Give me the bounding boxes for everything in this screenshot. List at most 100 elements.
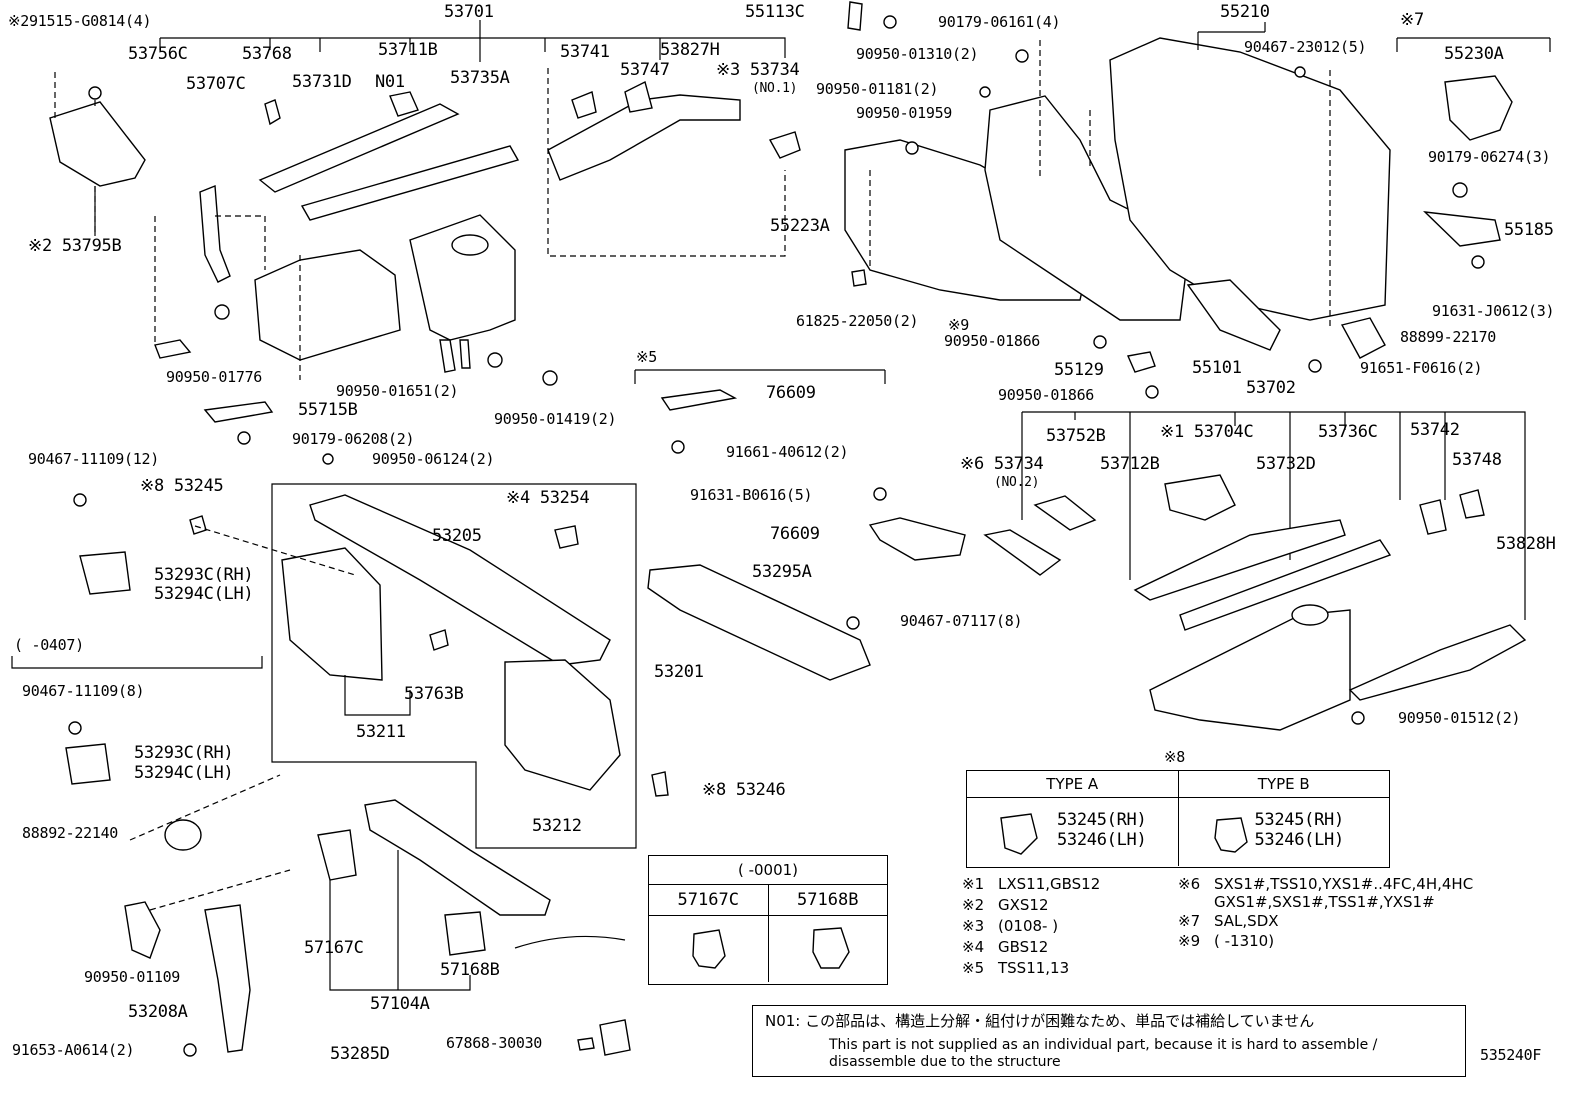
- callout-90467-11109-12: 90467-11109(12): [28, 450, 159, 468]
- callout-53707C: 53707C: [186, 74, 246, 94]
- callout-90950-01959: 90950-01959: [856, 104, 953, 122]
- callout-53734-no2: ※6 53734: [960, 454, 1044, 474]
- callout-55113C: 55113C: [745, 2, 805, 22]
- table-0001-range: ( -0001): [649, 856, 887, 885]
- legend-4-text: GBS12: [998, 938, 1049, 956]
- table-0001-col1: 57167C: [649, 885, 769, 915]
- table-0001-body: [649, 916, 887, 982]
- callout-53702: 53702: [1246, 378, 1296, 398]
- callout-53294C-b: 53294C(LH): [134, 763, 234, 783]
- table-0001-img2: [769, 916, 888, 982]
- callout-53295A: 53295A: [752, 562, 812, 582]
- callout-53212: 53212: [532, 816, 582, 836]
- callout-53712B: 53712B: [1100, 454, 1160, 474]
- part-53208A: [204, 904, 251, 1053]
- callout-91631-B0616: 91631-B0616(5): [690, 486, 813, 504]
- callout-76609-b: 76609: [770, 524, 820, 544]
- callout-53701: 53701: [444, 2, 494, 22]
- callout-mark7: ※7: [1400, 10, 1424, 30]
- legend-5-text: TSS11,13: [998, 959, 1070, 977]
- callout-90179-06274: 90179-06274(3): [1428, 148, 1551, 166]
- callout-53246: ※8 53246: [702, 780, 786, 800]
- callout-53752B: 53752B: [1046, 426, 1106, 446]
- callout-53735A: 53735A: [450, 68, 510, 88]
- table-type-b-lh: 53246(LH): [1254, 830, 1345, 850]
- legend-9-text: ( -1310): [1214, 932, 1275, 950]
- part-53795B: [49, 101, 146, 187]
- callout-53732D: 53732D: [1256, 454, 1316, 474]
- legend-6-mark: ※6: [1178, 875, 1201, 893]
- callout-53245-top: ※8 53245: [140, 476, 224, 496]
- part-53211: [281, 547, 383, 681]
- callout-53201: 53201: [654, 662, 704, 682]
- callout-91631-J0612: 91631-J0612(3): [1432, 302, 1555, 320]
- callout-55101: 55101: [1192, 358, 1242, 378]
- table-0001-img1: [649, 916, 769, 982]
- table-0001: ( -0001) 57167C 57168B: [648, 855, 888, 985]
- table-type-body: 53245(RH) 53246(LH) 53245(RH) 53246(LH): [967, 798, 1389, 866]
- legend-5-mark: ※5: [962, 959, 985, 977]
- note-en-2: disassemble due to the structure: [829, 1054, 1061, 1070]
- callout-88892: 88892-22140: [22, 824, 119, 842]
- callout-53208A: 53208A: [128, 1002, 188, 1022]
- part-55210: [1109, 37, 1391, 321]
- part-53212: [504, 659, 621, 791]
- callout-53294C-a: 53294C(LH): [154, 584, 254, 604]
- legend-1-mark: ※1: [962, 875, 985, 893]
- table-type-b-rh: 53245(RH): [1254, 810, 1345, 830]
- callout-90950-01651: 90950-01651(2): [336, 382, 459, 400]
- callout-90950-01866b: 90950-01866: [998, 386, 1095, 404]
- callout-90950-01109: 90950-01109: [84, 968, 181, 986]
- callout-90950-01419: 90950-01419(2): [494, 410, 617, 428]
- part-53712B: [1149, 609, 1351, 731]
- callout-mark9: ※9: [948, 316, 969, 334]
- box-53201: [271, 483, 637, 849]
- callout-90950-01866a: 90950-01866: [944, 332, 1041, 350]
- note-jp: N01: この部品は、構造上分解・組付けが困難なため、単品では補給していません: [765, 1012, 1315, 1030]
- callout-91651: 91651-F0616(2): [1360, 359, 1483, 377]
- part-55230A: [1444, 75, 1513, 141]
- table-type-mark: ※8: [1164, 748, 1185, 766]
- callout-53285D: 53285D: [330, 1044, 390, 1064]
- callout-53756C: 53756C: [128, 44, 188, 64]
- callout-57168B: 57168B: [440, 960, 500, 980]
- callout-53747: 53747: [620, 60, 670, 80]
- callout-91653: 91653-A0614(2): [12, 1041, 135, 1059]
- callout-53293C-a: 53293C(RH): [154, 565, 254, 585]
- callout-53742: 53742: [1410, 420, 1460, 440]
- table-type-b-cell: 53245(RH) 53246(LH): [1179, 798, 1390, 866]
- table-type-a-cell: 53245(RH) 53246(LH): [967, 798, 1179, 866]
- legend-6b-text: GXS1#,SXS1#,TSS1#,YXS1#: [1214, 893, 1435, 911]
- callout-53741: 53741: [560, 42, 610, 62]
- callout-90467-23012: 90467-23012(5): [1244, 38, 1367, 56]
- callout-mark5: ※5: [636, 348, 657, 366]
- callout-53254: ※4 53254: [506, 488, 590, 508]
- legend-3-mark: ※3: [962, 917, 985, 935]
- table-type-b-head: TYPE B: [1257, 775, 1310, 793]
- callout-N01: N01: [375, 72, 405, 92]
- legend-2-mark: ※2: [962, 896, 985, 914]
- callout-55185: 55185: [1504, 220, 1554, 240]
- legend-7-mark: ※7: [1178, 912, 1201, 930]
- table-0001-col2: 57168B: [797, 890, 859, 910]
- callout-55223A: 55223A: [770, 216, 830, 236]
- part-53295A: [647, 564, 871, 681]
- table-type-a-rh: 53245(RH): [1057, 810, 1147, 830]
- callout-91661: 91661-40612(2): [726, 443, 849, 461]
- part-53293C-a: [79, 551, 131, 595]
- part-wheel-apron: [254, 249, 401, 361]
- callout-53704C: ※1 53704C: [1160, 422, 1254, 442]
- callout-61825: 61825-22050(2): [796, 312, 919, 330]
- callout-90467-11109-8: 90467-11109(8): [22, 682, 145, 700]
- table-type-a-head: TYPE A: [967, 771, 1179, 797]
- callout-57104A: 57104A: [370, 994, 430, 1014]
- callout-90179-06161: 90179-06161(4): [938, 13, 1061, 31]
- callout-90179-06208: 90179-06208(2): [292, 430, 415, 448]
- callout-90950-01776: 90950-01776: [166, 368, 263, 386]
- callout-55129: 55129: [1054, 360, 1104, 380]
- callout-67868: 67868-30030: [446, 1034, 543, 1052]
- callout-53731D: 53731D: [292, 72, 352, 92]
- callout-no2: (NO.2): [994, 475, 1040, 490]
- note-en-1: This part is not supplied as an individu…: [829, 1037, 1378, 1053]
